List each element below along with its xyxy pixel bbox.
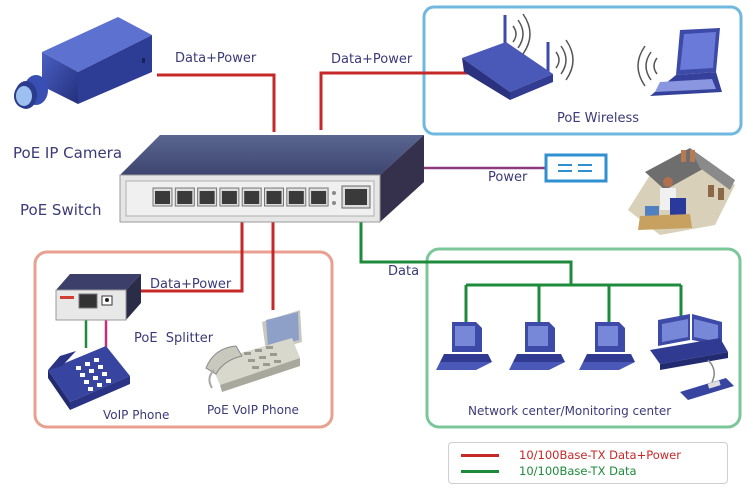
legend-swatch-data-power [461,453,499,457]
data-link-label: Data [388,264,420,279]
switch-port-7 [286,187,307,207]
switch-port-3 [197,187,218,207]
legend-item-data: 10/100Base-TX Data [449,463,637,479]
switch-label: PoE Switch [20,201,102,219]
wireless-link-label: Data+Power [331,52,413,67]
splitter-data-power-line [141,222,244,293]
network-pc-icon [509,322,565,370]
camera-data-power-line [157,73,276,132]
poe-switch-icon [119,135,424,223]
legend-label-data-power: 10/100Base-TX Data+Power [519,448,681,462]
wireless-data-power-line [319,71,468,130]
poe-voip-phone-label: PoE VoIP Phone [207,403,299,417]
laptop-icon [637,28,722,96]
network-center-label: Network center/Monitoring center [468,404,672,418]
switch-port-5 [241,187,262,207]
legend-item-data-power: 10/100Base-TX Data+Power [449,447,681,463]
data-uplink-line [359,220,573,285]
switch-port-1 [152,187,173,207]
wireless-group-label: PoE Wireless [557,111,640,126]
voip-group-box [33,250,334,429]
network-center-group-box [425,247,742,429]
splitter-link-label: Data+Power [150,277,232,292]
wireless-group-box [422,5,743,136]
poe-voip-phone-icon [205,310,302,392]
switch-port-2 [174,187,195,207]
switch-port-4 [219,187,240,207]
voip-phone-label: VoIP Phone [103,408,170,422]
camera-label: PoE IP Camera [13,144,123,162]
legend-swatch-data [461,469,499,473]
camera-link-label: Data+Power [175,51,257,66]
wireless-router-icon [462,13,574,100]
switch-port-6 [264,187,284,207]
legend-label-data: 10/100Base-TX Data [519,464,637,478]
legend: 10/100Base-TX Data+Power 10/100Base-TX D… [448,442,728,484]
ip-camera-icon [14,17,152,109]
splitter-label: PoE Splitter [134,331,214,346]
power-adapter-icon [544,153,608,183]
network-pc-icon [436,322,492,370]
switch-port-8 [308,187,329,207]
home-office-icon [628,148,735,235]
power-link-label: Power [488,170,528,185]
monitoring-console-icon [650,314,734,400]
voip-phone-icon [48,346,130,410]
poe-splitter-icon [55,274,141,321]
network-pc-icon [579,322,635,370]
